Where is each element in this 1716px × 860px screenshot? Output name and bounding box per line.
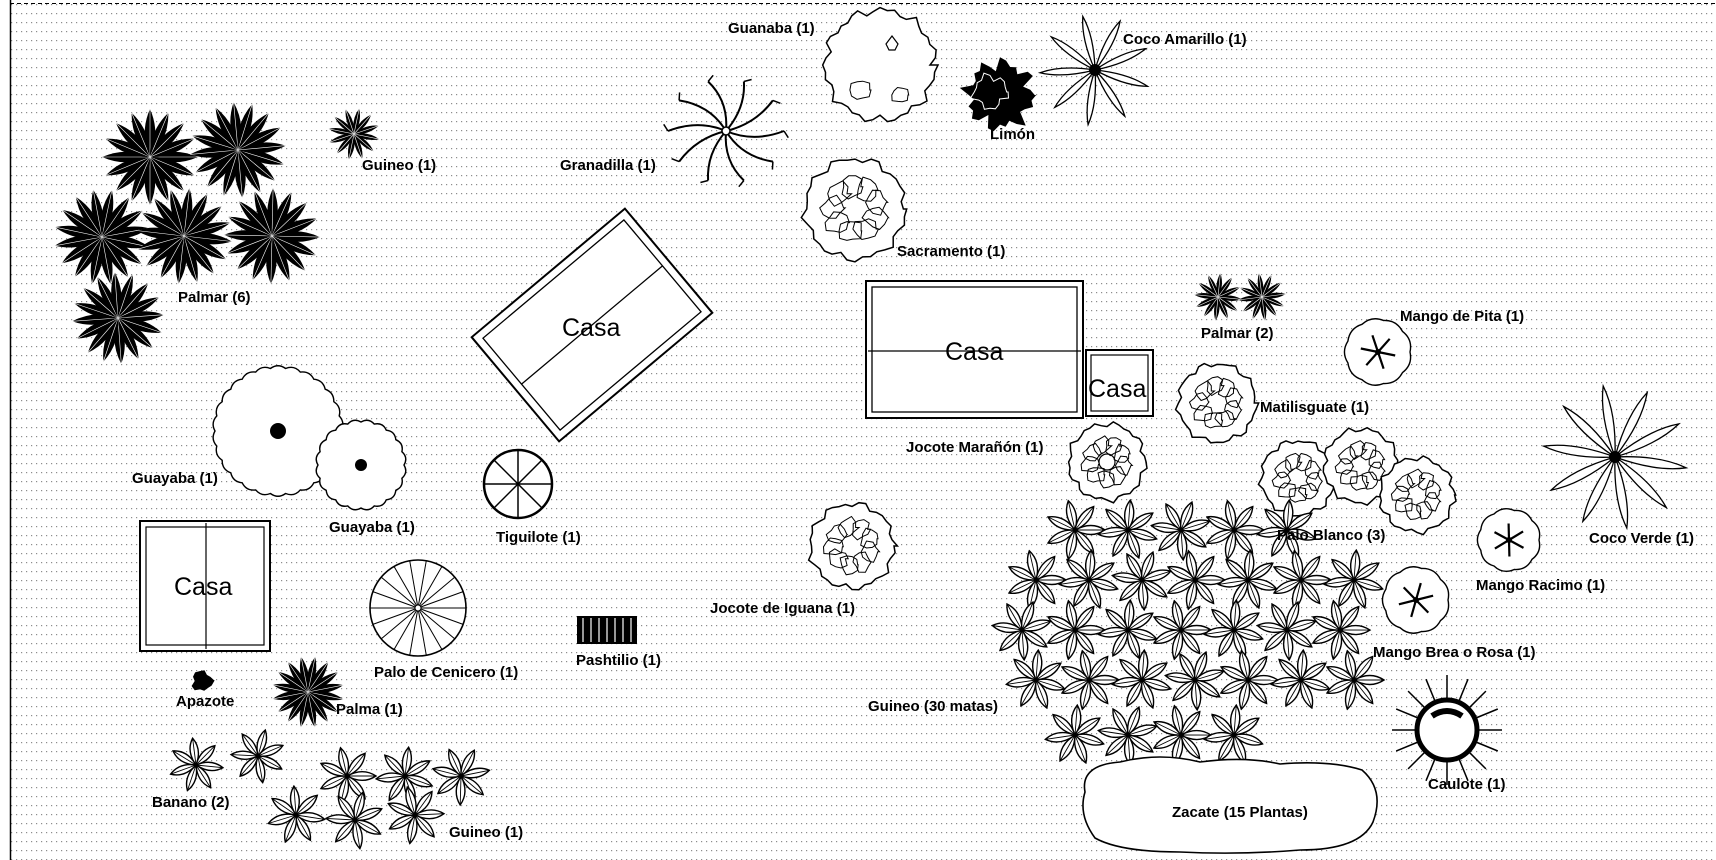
guayaba-right-symbol [315,419,407,511]
label-sacramento: Sacramento (1) [897,243,1005,260]
guineo-30-symbol [991,498,1386,767]
label-palo-blanco: Palo Blanco (3) [1277,527,1385,544]
label-banano: Banano (2) [152,794,230,811]
guineo-top-symbol [328,108,380,160]
coco-amarillo-symbol [1037,14,1150,127]
house-2-label: Casa [945,338,1003,366]
house-1 [470,207,714,443]
house-3 [1085,349,1154,417]
label-caulote: Caulote (1) [1428,776,1506,793]
house-1-label: Casa [562,314,620,342]
label-coco-verde: Coco Verde (1) [1589,530,1694,547]
tiguilote-symbol [482,448,554,520]
label-coco-amarillo: Coco Amarillo (1) [1123,31,1247,48]
mango-racimo-symbol [1476,507,1541,573]
label-palmar-6: Palmar (6) [178,289,251,306]
house-4 [139,520,271,652]
guineo-bottom-symbol [267,745,491,850]
label-granadilla: Granadilla (1) [560,157,656,174]
plant-symbols [54,6,1689,854]
label-mango-brea-o-rosa: Mango Brea o Rosa (1) [1373,644,1536,661]
granadilla-symbol [663,74,789,188]
mango-brea-o-rosa-symbol [1381,566,1450,634]
palmar-6-symbol [54,102,321,364]
coco-verde-symbol [1541,383,1689,531]
pashtilio-symbol [577,616,637,644]
limon-symbol [959,57,1037,132]
label-palo-de-cenicero: Palo de Cenicero (1) [374,664,518,681]
guayaba-left-symbol [212,365,344,497]
palma-symbol [272,656,344,728]
label-apazote: Apazote [176,693,234,710]
label-matilisguate: Matilisguate (1) [1260,399,1369,416]
palo-blanco-symbol [1257,426,1457,536]
caulote-symbol [1392,675,1502,785]
label-pashtilio: Pashtilio (1) [576,652,661,669]
label-palmar-2: Palmar (2) [1201,325,1274,342]
label-zacate: Zacate (15 Plantas) [1172,804,1308,821]
label-jocote-de-iguana: Jocote de Iguana (1) [710,600,855,617]
label-mango-de-pita: Mango de Pita (1) [1400,308,1524,325]
mango-de-pita-symbol [1343,318,1412,386]
label-guineo-30: Guineo (30 matas) [868,698,998,715]
label-mango-racimo: Mango Racimo (1) [1476,577,1605,594]
house-4-label: Casa [174,573,232,601]
apazote-symbol [191,670,215,691]
label-jocote-maranon: Jocote Marañón (1) [906,439,1044,456]
banano-symbol [169,728,285,792]
label-guayaba-right: Guayaba (1) [329,519,415,536]
label-limon: Limón [990,126,1035,143]
label-guayaba-left: Guayaba (1) [132,470,218,487]
sacramento-symbol [800,158,908,263]
label-guineo-bottom: Guineo (1) [449,824,523,841]
label-guanaba: Guanaba (1) [728,20,815,37]
plant-labels: Guanaba (1) Coco Amarillo (1) Limón Gran… [132,20,1694,841]
palo-de-cenicero-symbol [369,559,467,657]
house-3-label: Casa [1088,375,1146,403]
jocote-de-iguana-symbol [807,501,900,591]
label-palma: Palma (1) [336,701,403,718]
label-guineo-top: Guineo (1) [362,157,436,174]
jocote-maranon-symbol [1067,421,1148,504]
house-2 [865,280,1084,419]
zacate-symbol [1082,756,1378,854]
guanaba-symbol [821,6,940,123]
palmar-2-symbol [1194,273,1286,321]
label-tiguilote: Tiguilote (1) [496,529,581,546]
matilisguate-symbol [1174,362,1260,444]
